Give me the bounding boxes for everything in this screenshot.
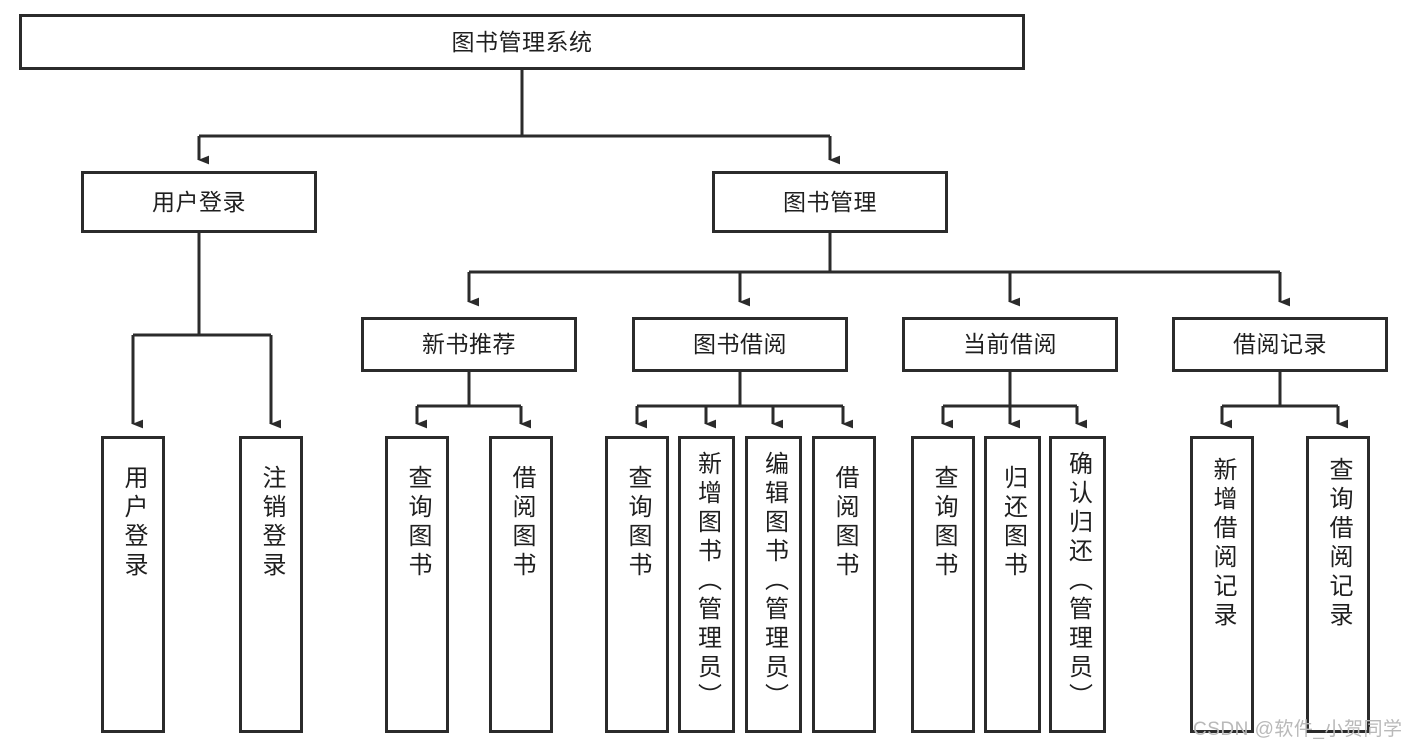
node-book-borrow-label: 图书借阅 — [693, 331, 787, 358]
leaf-book-borrow-add-label: 新增图书（管理员） — [693, 451, 721, 712]
leaf-book-borrow-add[interactable]: 新增图书（管理员） — [678, 436, 735, 733]
leaf-book-borrow-borrow-label: 借阅图书 — [831, 465, 858, 581]
leaf-borrow-record-query-label: 查询借阅记录 — [1325, 457, 1352, 631]
leaf-book-borrow-edit-label: 编辑图书（管理员） — [760, 451, 788, 712]
node-new-book-recommend[interactable]: 新书推荐 — [361, 317, 577, 372]
leaf-borrow-record-add[interactable]: 新增借阅记录 — [1190, 436, 1254, 733]
leaf-book-borrow-edit[interactable]: 编辑图书（管理员） — [745, 436, 802, 733]
node-root-label: 图书管理系统 — [451, 28, 593, 55]
node-borrow-record[interactable]: 借阅记录 — [1172, 317, 1388, 372]
leaf-current-borrow-return[interactable]: 归还图书 — [984, 436, 1041, 733]
leaf-user-login-logout[interactable]: 注销登录 — [239, 436, 303, 733]
leaf-borrow-record-query[interactable]: 查询借阅记录 — [1306, 436, 1370, 733]
node-new-book-recommend-label: 新书推荐 — [422, 331, 516, 358]
leaf-current-borrow-return-label: 归还图书 — [999, 465, 1027, 581]
leaf-new-book-query-label: 查询图书 — [404, 465, 431, 581]
node-book-borrow[interactable]: 图书借阅 — [632, 317, 848, 372]
node-user-login-label: 用户登录 — [152, 188, 246, 215]
leaf-new-book-borrow[interactable]: 借阅图书 — [489, 436, 553, 733]
leaf-new-book-query[interactable]: 查询图书 — [385, 436, 449, 733]
leaf-borrow-record-add-label: 新增借阅记录 — [1209, 457, 1236, 631]
node-book-management-label: 图书管理 — [783, 188, 877, 215]
csdn-watermark: CSDN @软件_小贺同学 — [1193, 719, 1403, 740]
leaf-current-borrow-query[interactable]: 查询图书 — [911, 436, 975, 733]
leaf-user-login-logout-label: 注销登录 — [258, 465, 285, 581]
node-current-borrow[interactable]: 当前借阅 — [902, 317, 1118, 372]
node-root-book-management-system[interactable]: 图书管理系统 — [19, 14, 1025, 70]
node-borrow-record-label: 借阅记录 — [1233, 331, 1327, 358]
leaf-user-login-login[interactable]: 用户登录 — [101, 436, 165, 733]
leaf-current-borrow-confirm-label: 确认归还（管理员） — [1064, 451, 1092, 712]
leaf-book-borrow-query-label: 查询图书 — [624, 465, 651, 581]
leaf-current-borrow-query-label: 查询图书 — [930, 465, 957, 581]
leaf-new-book-borrow-label: 借阅图书 — [508, 465, 535, 581]
node-book-management[interactable]: 图书管理 — [712, 171, 948, 233]
leaf-book-borrow-query[interactable]: 查询图书 — [605, 436, 669, 733]
leaf-current-borrow-confirm[interactable]: 确认归还（管理员） — [1049, 436, 1106, 733]
node-user-login[interactable]: 用户登录 — [81, 171, 317, 233]
node-current-borrow-label: 当前借阅 — [963, 331, 1057, 358]
leaf-user-login-login-label: 用户登录 — [120, 465, 147, 581]
leaf-book-borrow-borrow[interactable]: 借阅图书 — [812, 436, 876, 733]
